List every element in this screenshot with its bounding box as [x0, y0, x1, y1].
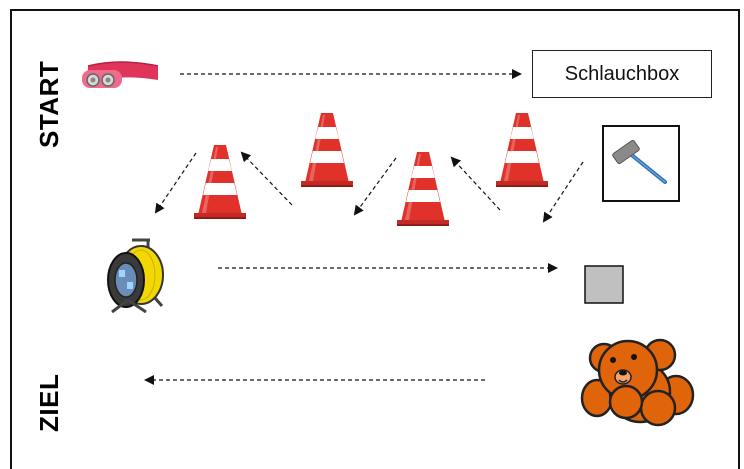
arrow-slalom: [154, 152, 197, 214]
cone-icon: [496, 113, 548, 187]
course-frame: [10, 9, 740, 469]
cone-icon: [301, 113, 353, 187]
cone-icon: [194, 145, 246, 219]
cone-icon: [397, 152, 449, 226]
course-diagram: [82, 61, 695, 427]
schlauchbox-box: Schlauchbox: [532, 50, 712, 98]
arrow-slalom: [450, 156, 501, 211]
arrow-slalom: [542, 161, 584, 223]
teddy-bear-face: [610, 354, 637, 385]
arrow-slalom: [353, 157, 397, 216]
square-icon: [584, 265, 624, 304]
cable-reel-icon: [107, 238, 164, 314]
collar-icon: [82, 61, 159, 88]
hammer-icon: [602, 125, 680, 202]
arrow-slalom: [240, 151, 293, 206]
teddy-bear-icon: [580, 338, 695, 427]
